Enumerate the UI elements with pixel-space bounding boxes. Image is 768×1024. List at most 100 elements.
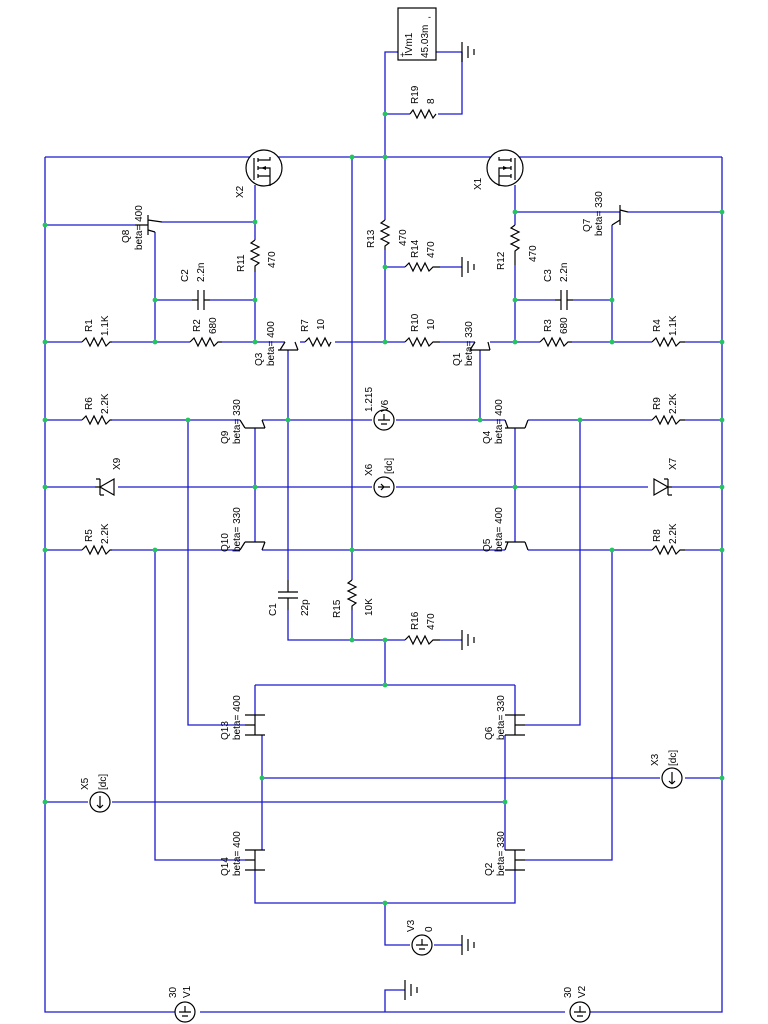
v1-name: V1 (182, 985, 193, 998)
r9-symbol (651, 414, 685, 426)
q9-name: Q9 (220, 430, 231, 444)
r10-value: 10 (426, 318, 437, 330)
v1-value: 30 (168, 986, 179, 998)
r10-name: R10 (410, 313, 421, 332)
r6-symbol (81, 414, 112, 426)
ground-symbols (404, 42, 475, 1000)
q10-symbol (239, 541, 266, 551)
x7-name: X7 (668, 457, 679, 470)
r15-name: R15 (332, 599, 343, 618)
r15-value: 10K (364, 598, 375, 616)
r2-name: R2 (192, 319, 203, 332)
q14-beta: beta= 400 (232, 831, 243, 876)
q4-name: Q4 (482, 430, 493, 444)
r10-symbol (404, 336, 440, 348)
r7-name: R7 (300, 319, 311, 332)
q4-beta: beta= 400 (494, 399, 505, 444)
q8-beta: beta= 400 (134, 205, 145, 250)
meter-value: 45.03m (420, 25, 431, 58)
x9-symbol (95, 477, 115, 497)
r11-name: R11 (236, 254, 247, 272)
r12-symbol (509, 224, 521, 265)
r11-value: 470 (267, 251, 278, 268)
sources (89, 409, 683, 1023)
v3-value: 0 (424, 926, 435, 932)
junction-dots (42, 111, 725, 906)
c1-name: C1 (268, 603, 279, 616)
x6-value: [dc] (384, 458, 395, 474)
r5-value: 2.2K (100, 523, 111, 544)
r3-value: 680 (559, 317, 570, 334)
q9-symbol (239, 419, 266, 429)
r1-value: 1.1K (100, 315, 111, 336)
r2-value: 680 (208, 317, 219, 334)
r6-value: 2.2K (100, 393, 111, 414)
x1-mosfet (486, 149, 524, 187)
r19-symbol (409, 108, 437, 120)
q10-name: Q10 (220, 533, 231, 552)
c3-symbol (555, 290, 573, 310)
r12-value: 470 (528, 245, 539, 262)
r7-value: 10 (316, 318, 327, 330)
r3-symbol (539, 336, 572, 348)
v2-value: 30 (563, 986, 574, 998)
r14-name: R14 (410, 239, 421, 258)
r13-name: R13 (366, 229, 377, 248)
x3-name: X3 (650, 753, 661, 766)
q4-symbol (504, 419, 529, 429)
c3-name: C3 (543, 269, 554, 282)
r9-name: R9 (652, 397, 663, 410)
q7-symbol (611, 205, 629, 226)
r8-value: 2.2K (668, 523, 679, 544)
q5-beta: beta= 400 (494, 507, 505, 552)
q14-name: Q14 (220, 857, 231, 876)
r13-symbol (379, 219, 391, 250)
v3-name: V3 (406, 919, 417, 932)
mosfets (245, 149, 524, 187)
r16-name: R16 (410, 611, 421, 630)
v6-name: V6 (380, 399, 391, 412)
r14-value: 470 (426, 241, 437, 258)
r3-name: R3 (543, 319, 554, 332)
x1-name: X1 (473, 177, 484, 190)
q10-beta: beta= 330 (232, 507, 243, 552)
q2-beta: beta= 330 (496, 831, 507, 876)
q1-name: Q1 (452, 352, 463, 366)
r8-name: R8 (652, 529, 663, 542)
r9-value: 2.2K (668, 393, 679, 414)
x2-name: X2 (235, 185, 246, 198)
x6-name: X6 (364, 463, 375, 476)
r4-name: R4 (652, 319, 663, 332)
ammeter-ivm1[interactable]: IVm1 45.03m + - (397, 7, 437, 61)
v6-value: 1.215 (364, 387, 375, 412)
r4-symbol (651, 336, 685, 348)
q6-beta: beta= 330 (496, 695, 507, 740)
q1-beta: beta= 330 (464, 321, 475, 366)
q1-symbol (469, 341, 491, 351)
r1-name: R1 (84, 319, 95, 332)
x5-name: X5 (80, 777, 91, 790)
q6-name: Q6 (484, 726, 495, 740)
q8-symbol (135, 215, 163, 235)
q13-symbol (245, 714, 265, 736)
r1-symbol (81, 336, 112, 348)
r8-symbol (651, 544, 685, 556)
q13-beta: beta= 400 (232, 695, 243, 740)
r15-symbol (346, 579, 358, 610)
c1-symbol (278, 580, 298, 610)
bjts (135, 205, 629, 871)
r12-name: R12 (496, 251, 507, 270)
component-labels: R19 8 R13 470 R14 470 X2 X1 R11 470 R12 … (80, 85, 679, 998)
c1-value: 22p (300, 599, 311, 616)
r11-symbol (249, 239, 261, 272)
c3-value: 2.2n (559, 263, 570, 282)
c2-symbol (192, 290, 210, 310)
zener-diodes (95, 477, 672, 497)
r2-symbol (189, 336, 222, 348)
q14-symbol (245, 849, 265, 871)
r19-name: R19 (410, 85, 421, 104)
x9-name: X9 (112, 457, 123, 470)
meter-name: IVm1 (404, 32, 415, 56)
q3-name: Q3 (254, 352, 265, 366)
r13-value: 470 (398, 229, 409, 246)
